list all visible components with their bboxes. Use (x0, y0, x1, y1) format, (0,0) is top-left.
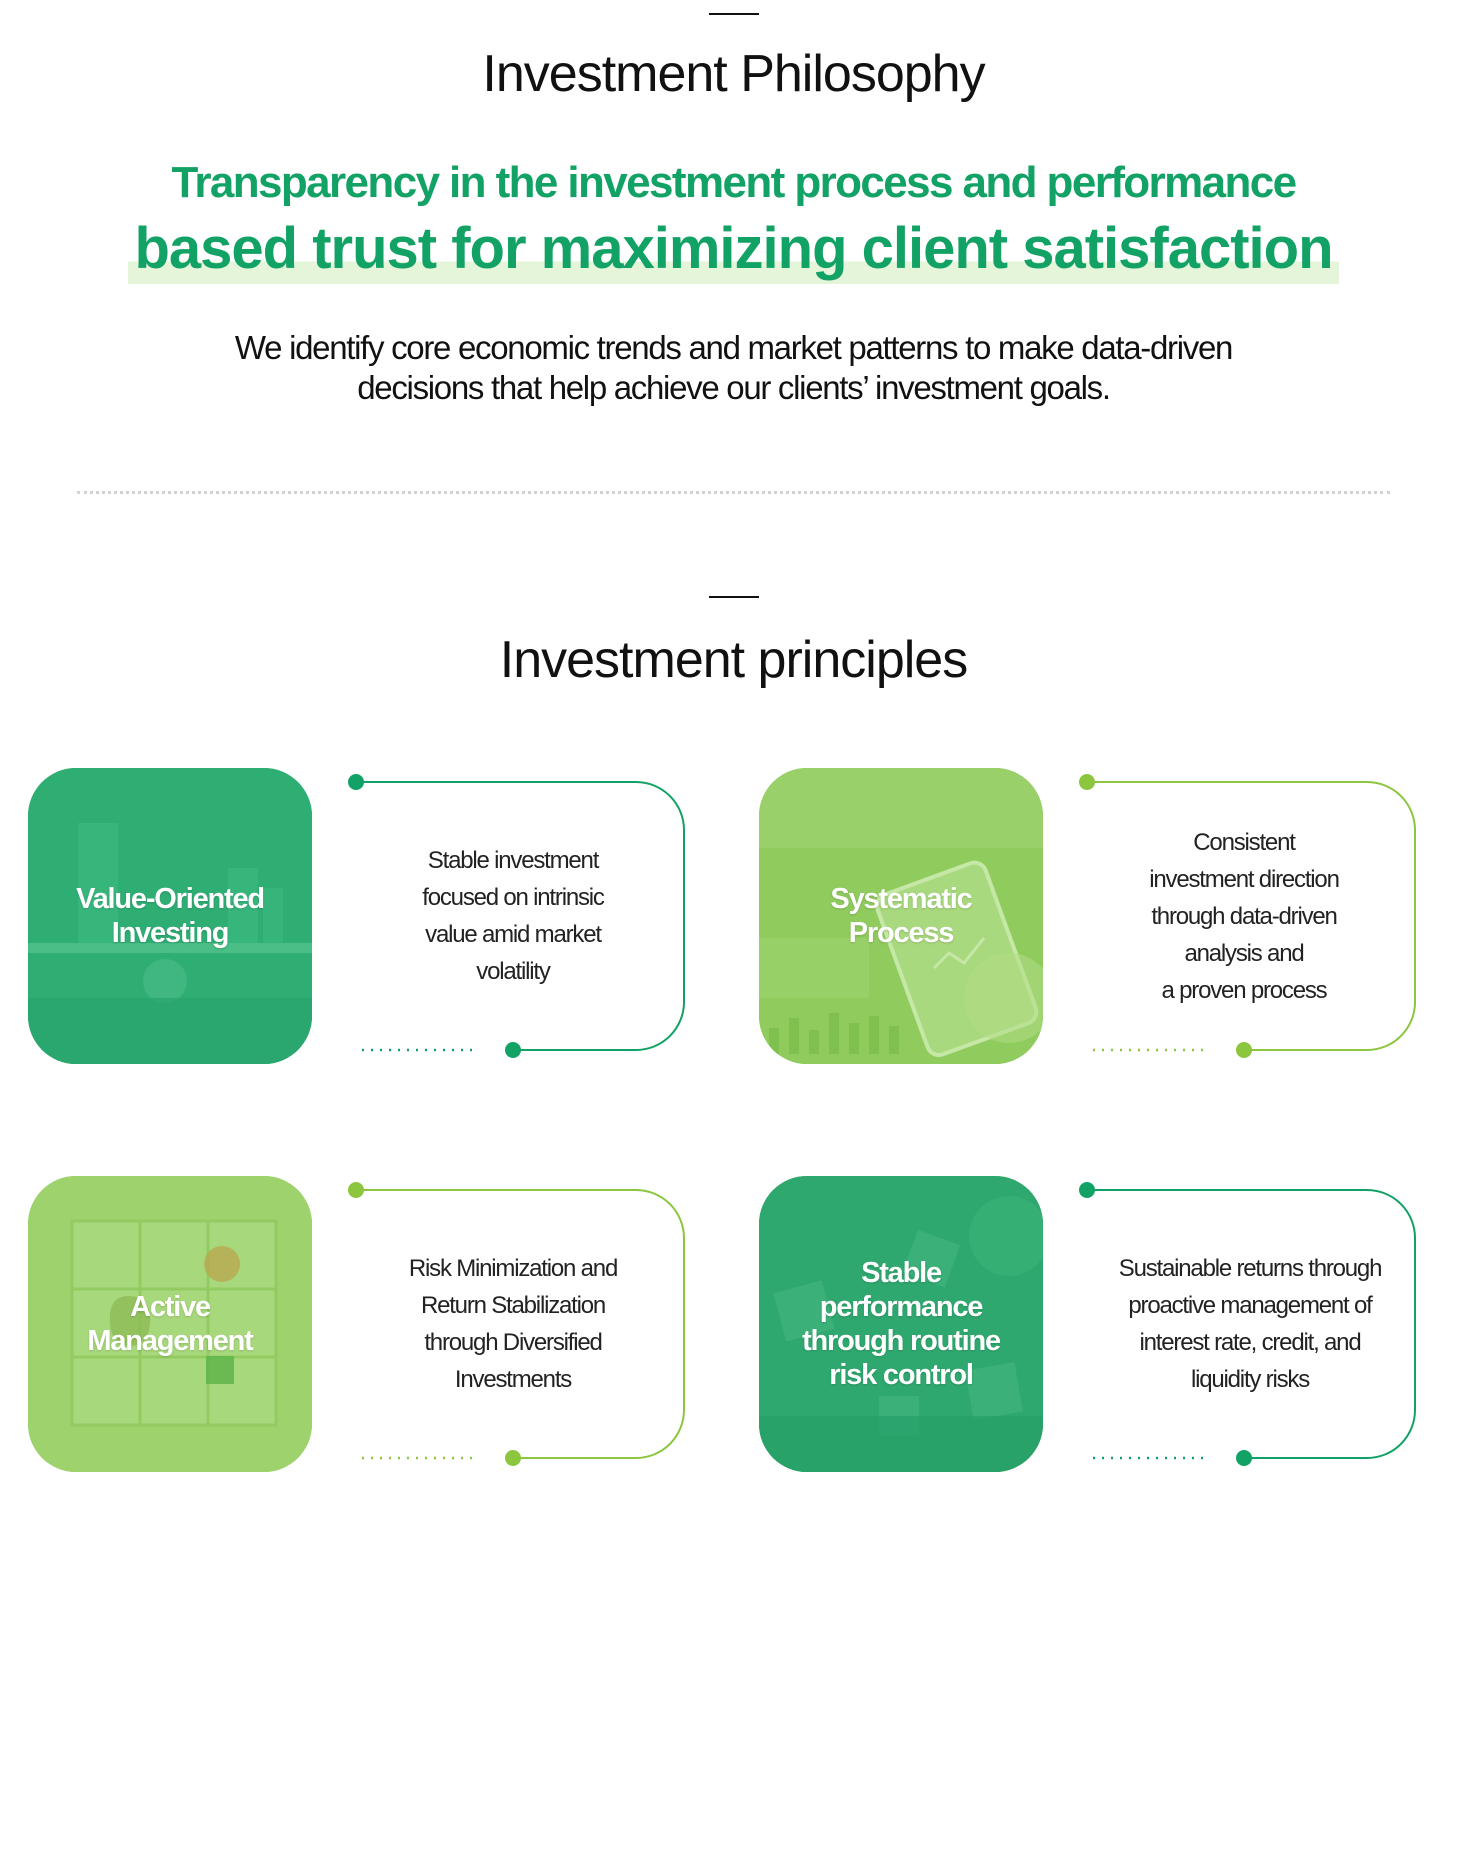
frame-dot-bottom (505, 1450, 521, 1466)
frame-dot-bottom (1236, 1042, 1252, 1058)
principle-label: Systematic Process (830, 883, 972, 949)
section-divider-dash (708, 13, 759, 15)
intro-line-2: decisions that help achieve our clients’… (357, 369, 1111, 406)
frame-dot-bottom (1236, 1450, 1252, 1466)
stacked-blocks-illustration (759, 1176, 1043, 1472)
principle-description: Sustainable returns through proactive ma… (1118, 1255, 1383, 1393)
principle-description-card: Consistent investment direction through … (1079, 774, 1417, 1058)
principle-description: Consistent investment direction through … (1149, 828, 1340, 1004)
balance-scale-illustration (28, 768, 312, 1064)
tagline-line-2-wrap: based trust for maximizing client satisf… (0, 214, 1467, 284)
principle-description-card: Risk Minimization and Return Stabilizati… (348, 1182, 686, 1466)
card-frame (1079, 1182, 1416, 1466)
principle-label: Active Management (87, 1291, 253, 1357)
principle-description: Risk Minimization and Return Stabilizati… (408, 1255, 618, 1393)
tablet-chart-illustration (759, 768, 1043, 1064)
dotted-divider (77, 491, 1390, 494)
frame-dot-bottom (505, 1042, 521, 1058)
principle-description-card: Stable investment focused on intrinsic v… (348, 774, 686, 1058)
frame-dot-top (348, 1182, 364, 1198)
tagline-line-1: Transparency in the investment process a… (171, 158, 1297, 207)
card-frame (348, 1182, 685, 1466)
frame-dot-top (348, 774, 364, 790)
philosophy-title: Investment Philosophy (482, 45, 985, 103)
philosophy-intro: We identify core economic trends and mar… (150, 328, 1317, 408)
puzzle-blocks-illustration (28, 1176, 312, 1472)
intro-line-1: We identify core economic trends and mar… (234, 329, 1233, 366)
frame-dot-top (1079, 1182, 1095, 1198)
principle-label: Value-Oriented Investing (76, 883, 265, 949)
principles-title: Investment principles (499, 631, 968, 689)
frame-dot-top (1079, 774, 1095, 790)
principle-card-active-management: Active Management (28, 1176, 312, 1472)
principle-card-value-oriented: Value-Oriented Investing (28, 768, 312, 1064)
section-divider-dash (708, 596, 759, 598)
principle-card-stable-performance: Stable performance through routine risk … (759, 1176, 1043, 1472)
principle-description-card: Sustainable returns through proactive ma… (1079, 1182, 1417, 1466)
principle-label: Stable performance through routine risk … (802, 1257, 1001, 1391)
tagline-line-2: based trust for maximizing client satisf… (128, 214, 1339, 284)
principle-card-systematic: Systematic Process (759, 768, 1043, 1064)
card-frame (348, 774, 685, 1058)
principle-description: Stable investment focused on intrinsic v… (422, 847, 605, 985)
card-frame (1079, 774, 1416, 1058)
